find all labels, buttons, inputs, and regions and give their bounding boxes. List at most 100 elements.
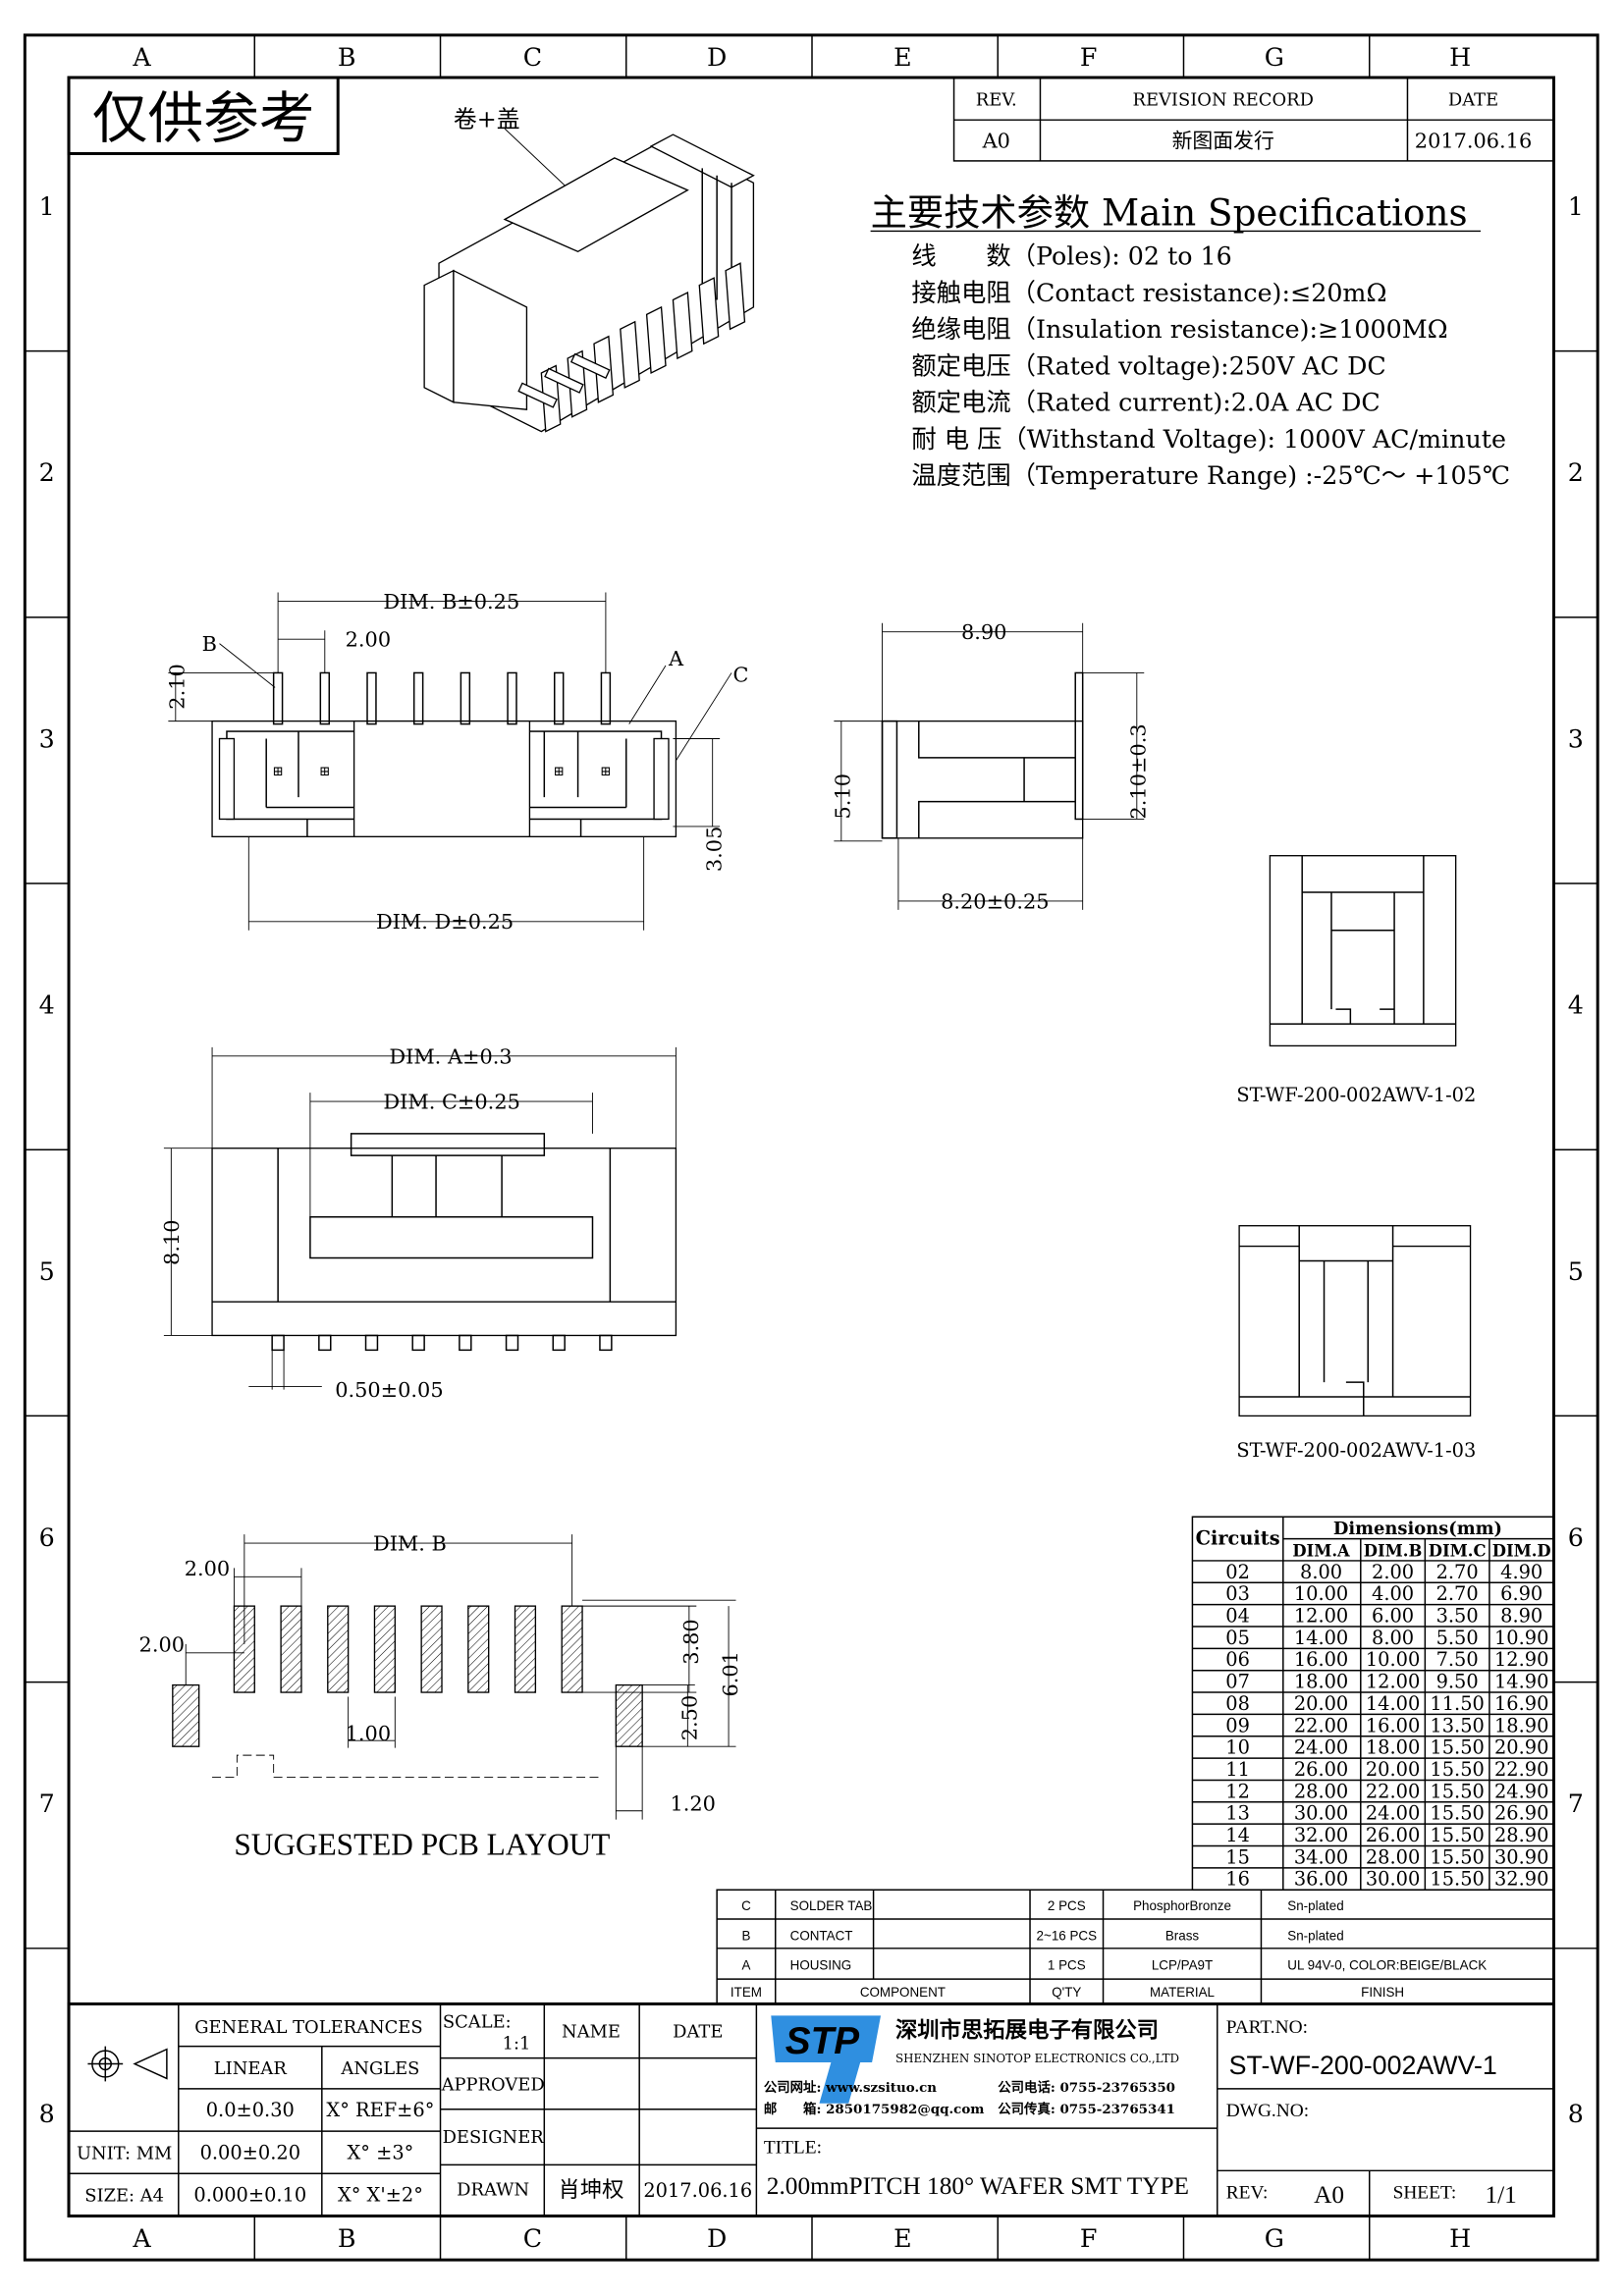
- depth-label: 3.05: [703, 827, 727, 872]
- linear-label: LINEAR: [214, 2058, 288, 2079]
- tol-linear-1: 0.0±0.30: [206, 2099, 295, 2121]
- circuit-count: 14: [1225, 1824, 1250, 1846]
- dimension-cell: 32.00: [1294, 1824, 1348, 1846]
- dim-a-label: DIM. A±0.3: [389, 1044, 512, 1068]
- dimension-cell: 8.00: [1300, 1561, 1342, 1583]
- circuit-count: 07: [1225, 1671, 1250, 1693]
- dimension-cell: 8.00: [1372, 1627, 1414, 1649]
- dimension-cell: 26.90: [1494, 1802, 1548, 1825]
- stamp-text: 仅供参考: [92, 86, 314, 151]
- revision-date: 2017.06.16: [1415, 130, 1532, 153]
- dimension-cell: 16.00: [1366, 1714, 1420, 1736]
- company-logo: STP: [771, 2015, 882, 2104]
- part-number: ST-WF-200-002AWV-1: [1229, 2051, 1497, 2080]
- dimension-cell: 15.50: [1430, 1780, 1484, 1802]
- dimension-cell: 14.00: [1366, 1692, 1420, 1715]
- bom-header-component: COMPONENT: [860, 1985, 946, 2000]
- sheet-value: 1/1: [1485, 2181, 1516, 2209]
- base-label: 8.20±0.25: [941, 889, 1049, 913]
- bom-cell: PhosphorBronze: [1133, 1898, 1231, 1913]
- row-label: 1: [39, 191, 55, 221]
- date-header: DATE: [673, 2022, 723, 2043]
- part-no-label: PART.NO:: [1226, 2017, 1308, 2038]
- dimension-cell: 10.00: [1294, 1582, 1348, 1605]
- dimension-table: Circuits Dimensions(mm) DIM.A DIM.B DIM.…: [1191, 1516, 1555, 1891]
- row-label: 8: [1568, 2099, 1584, 2128]
- spec-insulation-resistance: 绝缘电阻（Insulation resistance):≥1000MΩ: [911, 314, 1447, 344]
- circuit-count: 11: [1225, 1758, 1250, 1781]
- variant-label: ST-WF-200-002AWV-1-03: [1236, 1439, 1476, 1462]
- dimension-cell: 12.90: [1494, 1648, 1548, 1671]
- bom-header-material: MATERIAL: [1150, 1985, 1216, 2000]
- dimension-cell: 24.90: [1494, 1780, 1548, 1802]
- revision-description: 新图面发行: [1172, 130, 1274, 153]
- size-label: SIZE: A4: [84, 2186, 164, 2207]
- dimension-cell: 20.90: [1494, 1736, 1548, 1759]
- dim-c-label: DIM. C±0.25: [383, 1090, 519, 1113]
- dimension-cell: 14.90: [1494, 1671, 1548, 1693]
- row-label: 3: [39, 723, 55, 753]
- scale-label: SCALE:: [443, 2011, 512, 2032]
- col-label: B: [338, 42, 356, 72]
- row-label: 5: [1568, 1256, 1584, 1286]
- reference-only-stamp: 仅供参考: [67, 76, 340, 155]
- dimension-cell: 26.00: [1366, 1824, 1420, 1846]
- svg-text:⊞: ⊞: [554, 765, 565, 779]
- dimension-cell: 32.90: [1494, 1868, 1548, 1891]
- col-label: E: [893, 2223, 912, 2253]
- row-label: 5: [39, 1256, 55, 1286]
- revision-record-header: REVISION RECORD: [1133, 89, 1314, 110]
- spec-temperature-range: 温度范围（Temperature Range) :-25℃～ +105℃: [911, 460, 1510, 490]
- dimensions-header: Dimensions(mm): [1333, 1519, 1502, 1539]
- dimension-cell: 15.50: [1430, 1868, 1484, 1891]
- dimension-cell: 14.00: [1294, 1627, 1348, 1649]
- dimension-cell: 18.00: [1366, 1736, 1420, 1759]
- dimension-cell: 18.90: [1494, 1714, 1548, 1736]
- circuit-count: 04: [1225, 1605, 1250, 1628]
- row-label: 3: [1568, 723, 1584, 753]
- company-name-cn: 深圳市思拓展电子有限公司: [895, 2017, 1159, 2044]
- dimension-cell: 15.50: [1430, 1845, 1484, 1868]
- dimension-cell: 8.90: [1500, 1605, 1543, 1628]
- dimension-cell: 20.00: [1366, 1758, 1420, 1781]
- dimension-cell: 12.00: [1294, 1605, 1348, 1628]
- height-label: 2.10: [166, 664, 189, 709]
- name-header: NAME: [562, 2022, 621, 2043]
- col-label: G: [1265, 42, 1284, 72]
- dim-d-header: DIM.D: [1492, 1541, 1551, 1560]
- dimension-cell: 10.90: [1494, 1627, 1548, 1649]
- pad-width-label: 1.00: [346, 1722, 391, 1745]
- bom-cell: A: [741, 1958, 750, 1973]
- circuit-count: 08: [1225, 1692, 1250, 1715]
- dim-b-header: DIM.B: [1364, 1541, 1423, 1560]
- col-label: H: [1449, 2223, 1471, 2253]
- sheet-label: SHEET:: [1393, 2183, 1457, 2204]
- bom-cell: B: [741, 1928, 750, 1943]
- row-label: 8: [39, 2099, 55, 2128]
- pcb-title: SUGGESTED PCB LAYOUT: [234, 1827, 610, 1861]
- circuit-count: 12: [1225, 1780, 1250, 1802]
- dimension-cell: 6.90: [1500, 1582, 1543, 1605]
- drawn-name: 肖坤权: [558, 2177, 623, 2203]
- bom-cell: Sn-plated: [1287, 1928, 1343, 1943]
- title-label: TITLE:: [764, 2137, 822, 2158]
- dimension-cell: 22.90: [1494, 1758, 1548, 1781]
- tol-angle-2: X° ±3°: [348, 2141, 414, 2163]
- pad-length-label: 3.80: [679, 1619, 703, 1664]
- logo-text: STP: [785, 2020, 859, 2062]
- row-label: 7: [39, 1789, 55, 1818]
- tab-width-label: 1.20: [670, 1792, 715, 1816]
- drawing-title: 2.00mmPITCH 180° WAFER SMT TYPE: [767, 2172, 1189, 2200]
- col-label: F: [1080, 2223, 1098, 2253]
- title-block: GENERAL TOLERANCES LINEAR ANGLES 0.0±0.3…: [67, 2002, 1555, 2217]
- tol-linear-2: 0.00±0.20: [200, 2141, 300, 2163]
- drawn-date: 2017.06.16: [643, 2179, 752, 2202]
- rev-value: A0: [982, 130, 1010, 153]
- row-label: 6: [1568, 1522, 1584, 1552]
- dimension-cell: 30.90: [1494, 1845, 1548, 1868]
- circuits-header: Circuits: [1196, 1527, 1280, 1550]
- dimension-cell: 2.00: [1372, 1561, 1414, 1583]
- general-tolerances: GENERAL TOLERANCES: [194, 2017, 422, 2038]
- col-label: A: [132, 42, 151, 72]
- svg-text:⊞: ⊞: [319, 765, 330, 779]
